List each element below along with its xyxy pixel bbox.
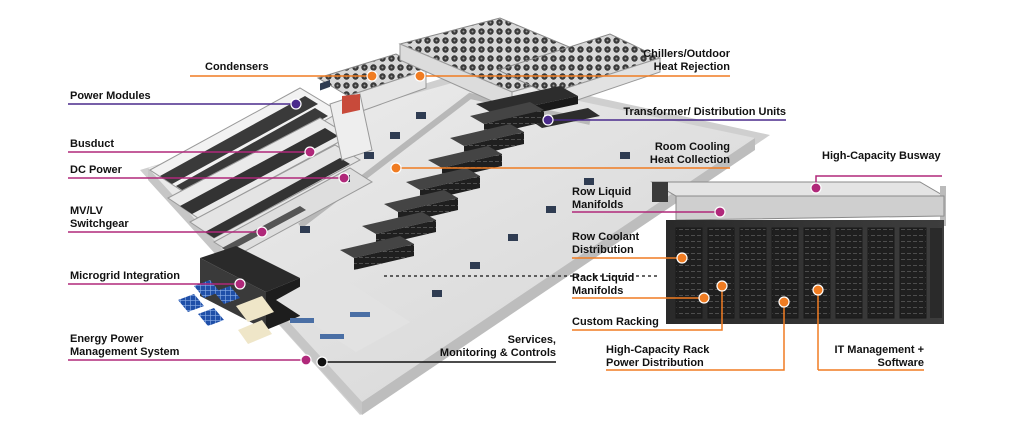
label-custom-racking: Custom Racking <box>572 316 659 328</box>
dot-power-modules <box>290 98 302 110</box>
dot-chillers <box>414 70 426 82</box>
label-busduct: Busduct <box>70 138 114 150</box>
label-room-cooling-line2: Heat Collection <box>649 154 730 166</box>
leader-custom-racking <box>572 286 723 331</box>
label-row-coolant: Row Coolant Distribution <box>572 231 639 257</box>
dot-row-liquid <box>714 206 726 218</box>
label-rack-liquid-line1: Rack Liquid <box>572 272 635 284</box>
label-energy: Energy Power Management System <box>70 333 179 359</box>
dot-it-mgmt <box>812 284 824 296</box>
dot-busway <box>810 182 822 194</box>
label-rack-power: High-Capacity Rack Power Distribution <box>606 344 709 370</box>
dot-services <box>316 356 328 368</box>
label-row-liquid-line2: Manifolds <box>572 199 624 211</box>
label-mvlv-line1: MV/LV <box>70 205 103 217</box>
label-row-liquid: Row Liquid Manifolds <box>572 186 631 212</box>
label-chillers-line1: Chillers/Outdoor <box>643 48 730 60</box>
label-chillers-line2: Heat Rejection <box>653 61 730 73</box>
label-services-line1: Services, <box>507 334 556 346</box>
label-transformer: Transformer/ Distribution Units <box>623 106 786 118</box>
label-it-mgmt-line1: IT Management + <box>834 344 924 356</box>
rack-doors <box>675 227 927 319</box>
label-services-line2: Monitoring & Controls <box>439 347 556 359</box>
label-row-coolant-line1: Row Coolant <box>572 231 640 243</box>
perimeter-cooling-units <box>300 79 630 297</box>
label-rack-power-line1: High-Capacity Rack <box>606 344 710 356</box>
label-energy-line2: Management System <box>70 346 180 358</box>
dot-busduct <box>304 146 316 158</box>
leader-lines <box>68 75 942 371</box>
dot-dc-power <box>338 172 350 184</box>
label-energy-line1: Energy Power <box>70 333 144 345</box>
label-power-modules: Power Modules <box>70 90 151 102</box>
dot-condensers <box>366 70 378 82</box>
label-mvlv: MV/LV Switchgear <box>70 205 129 231</box>
label-services: Services, Monitoring & Controls <box>440 334 556 360</box>
label-dc-power: DC Power <box>70 164 122 176</box>
label-it-mgmt: IT Management + Software <box>834 344 924 370</box>
label-condensers: Condensers <box>205 61 269 73</box>
label-busway: High-Capacity Busway <box>822 150 941 162</box>
label-rack-liquid: Rack Liquid Manifolds <box>572 272 634 298</box>
label-row-liquid-line1: Row Liquid <box>572 186 632 198</box>
control-room <box>236 270 410 352</box>
callout-dots <box>234 70 824 368</box>
label-chillers: Chillers/Outdoor Heat Rejection <box>643 48 730 74</box>
label-microgrid: Microgrid Integration <box>70 270 180 282</box>
power-module-bays <box>149 87 373 257</box>
rack-closeup <box>650 181 946 324</box>
dot-transformer <box>542 114 554 126</box>
datacenter-building <box>140 17 770 415</box>
dot-mvlv <box>256 226 268 238</box>
dot-rack-liquid <box>698 292 710 304</box>
dot-room-cooling <box>390 162 402 174</box>
label-row-coolant-line2: Distribution <box>572 244 634 256</box>
dot-custom-racking <box>716 280 728 292</box>
label-room-cooling-line1: Room Cooling <box>654 141 730 153</box>
busway-rail <box>650 181 946 197</box>
label-mvlv-line2: Switchgear <box>70 218 129 230</box>
label-room-cooling: Room Cooling Heat Collection <box>650 141 730 167</box>
leader-rack-power <box>606 302 785 371</box>
label-it-mgmt-line2: Software <box>877 357 924 369</box>
server-rows <box>340 102 544 270</box>
label-rack-liquid-line2: Manifolds <box>572 285 624 297</box>
label-rack-power-line2: Power Distribution <box>606 357 704 369</box>
dot-energy <box>300 354 312 366</box>
dot-rack-power <box>778 296 790 308</box>
dot-microgrid <box>234 278 246 290</box>
dot-row-coolant <box>676 252 688 264</box>
